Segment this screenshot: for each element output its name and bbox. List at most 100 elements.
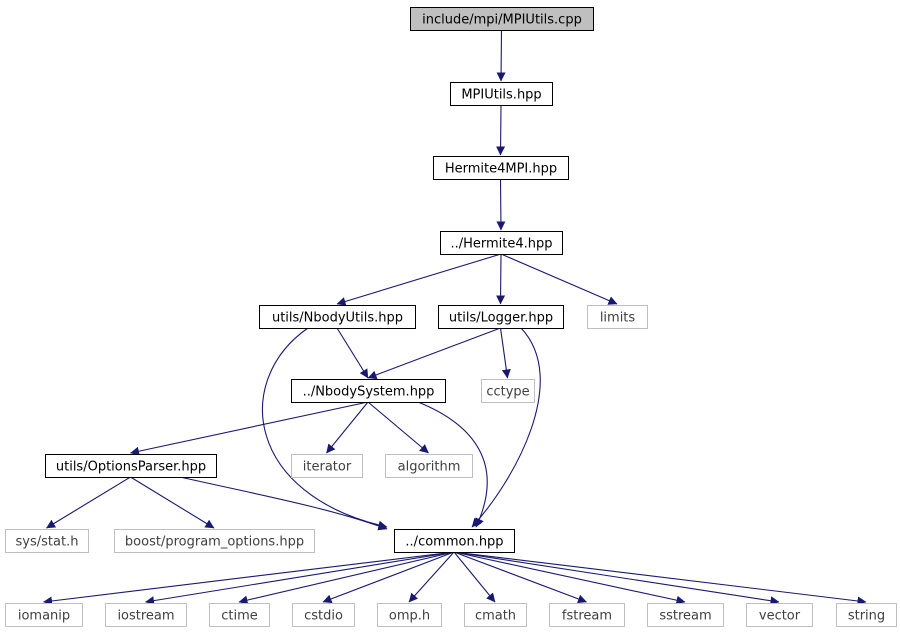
node-box	[549, 603, 625, 627]
edge-hermite4-to-nbodyutils	[336, 253, 502, 306]
node-label: ../NbodySystem.hpp	[303, 385, 435, 400]
node-sstream: sstream	[647, 603, 724, 627]
node-label: boost/program_options.hpp	[125, 535, 304, 550]
edge-optionsparser-to-sysstat	[46, 476, 131, 529]
edge-nbodysystem-to-iterator	[326, 401, 369, 454]
node-box	[5, 603, 83, 627]
edge-arrow	[322, 551, 455, 604]
edge-common-to-iostream	[145, 551, 455, 606]
node-sysstat: sys/stat.h	[5, 529, 89, 553]
node-label: utils/NbodyUtils.hpp	[272, 311, 403, 326]
node-mpiutils-hpp[interactable]: MPIUtils.hpp	[450, 82, 553, 106]
edge-hermite4-to-limits	[500, 253, 618, 305]
node-hermite4mpi[interactable]: Hermite4MPI.hpp	[433, 156, 569, 180]
node-vector: vector	[746, 603, 813, 627]
edge-arrow	[326, 401, 369, 454]
edge-nbodysystem-to-optionsparser	[130, 401, 369, 456]
node-label: omp.h	[389, 609, 430, 624]
node-label: cctype	[486, 385, 529, 400]
edge-arrow	[453, 551, 686, 605]
node-hermite4[interactable]: ../Hermite4.hpp	[440, 231, 563, 255]
node-box	[587, 305, 648, 329]
edge-arrow	[262, 327, 388, 530]
edge-arrow	[499, 327, 511, 379]
node-label: fstream	[562, 609, 612, 624]
edge-logger-to-nbodysystem	[367, 327, 501, 380]
node-ctime: ctime	[209, 603, 270, 627]
edge-common-to-vector	[453, 551, 780, 606]
edge-nbodysystem-to-common	[417, 401, 488, 528]
node-box	[394, 529, 515, 553]
edge-common-to-fstream	[453, 551, 587, 604]
edge-common-to-sstream	[453, 551, 686, 605]
edge-arrow	[496, 104, 506, 156]
node-box	[5, 529, 89, 553]
edge-common-to-ctime	[238, 551, 455, 605]
node-label: ctime	[221, 609, 258, 624]
edge-common-to-iomanip	[43, 551, 455, 606]
edge-hermite4mpi-to-hermite4	[496, 178, 506, 231]
node-label: cstdio	[304, 609, 343, 624]
node-box	[647, 603, 724, 627]
node-box	[433, 156, 569, 180]
edge-arrow	[500, 253, 618, 305]
edge-arrow	[336, 327, 369, 379]
node-nbodyutils[interactable]: utils/NbodyUtils.hpp	[259, 305, 416, 329]
edge-mpiutils_hpp-to-hermite4mpi	[496, 104, 506, 156]
node-box	[291, 379, 446, 403]
node-mpiutils-cpp[interactable]: include/mpi/MPIUtils.cpp	[410, 7, 594, 31]
node-label: sys/stat.h	[16, 535, 79, 550]
edge-arrow	[367, 327, 501, 380]
node-box	[377, 603, 442, 627]
node-logger[interactable]: utils/Logger.hpp	[438, 305, 564, 329]
edge-common-to-cmath	[453, 551, 496, 603]
edge-arrow	[145, 551, 455, 606]
node-optionsparser[interactable]: utils/OptionsParser.hpp	[45, 454, 217, 478]
node-label: MPIUtils.hpp	[461, 88, 541, 103]
node-label: iostream	[117, 609, 174, 624]
edge-arrow	[453, 551, 496, 603]
edge-optionsparser-to-common	[179, 476, 388, 531]
node-box	[836, 603, 897, 627]
node-iostream: iostream	[105, 603, 187, 627]
node-iterator: iterator	[291, 454, 363, 478]
node-cstdio: cstdio	[292, 603, 355, 627]
edge-logger-to-common	[471, 327, 541, 528]
node-string: string	[836, 603, 897, 627]
node-nbodysystem[interactable]: ../NbodySystem.hpp	[291, 379, 446, 403]
node-label: Hermite4MPI.hpp	[445, 162, 557, 177]
node-box	[450, 82, 553, 106]
node-label: cmath	[475, 609, 516, 624]
node-common[interactable]: ../common.hpp	[394, 529, 515, 553]
edge-mpiutils_cpp-to-mpiutils_hpp	[496, 29, 506, 82]
node-box	[291, 454, 363, 478]
node-label: string	[848, 609, 885, 624]
node-box	[259, 305, 416, 329]
edge-arrow	[179, 476, 388, 531]
edge-logger-to-cctype	[499, 327, 511, 379]
node-box	[481, 379, 535, 403]
edge-arrow	[336, 253, 502, 306]
node-label: utils/OptionsParser.hpp	[56, 460, 206, 475]
edge-common-to-string	[453, 551, 867, 606]
edge-hermite4-to-logger	[496, 253, 506, 305]
edge-arrow	[496, 253, 506, 305]
node-box	[746, 603, 813, 627]
edge-arrow	[367, 401, 429, 454]
edge-arrow	[43, 551, 455, 606]
edge-arrow	[496, 178, 506, 231]
edge-arrow	[130, 401, 369, 456]
edge-arrow	[417, 401, 488, 528]
node-box	[385, 454, 473, 478]
edge-arrow	[238, 551, 455, 605]
node-box	[438, 305, 564, 329]
node-box	[45, 454, 217, 478]
node-label: sstream	[659, 609, 711, 624]
node-box	[292, 603, 355, 627]
node-label: iterator	[303, 460, 352, 475]
node-label: utils/Logger.hpp	[449, 311, 553, 326]
node-box	[209, 603, 270, 627]
edge-arrow	[46, 476, 131, 529]
node-label: ../common.hpp	[405, 535, 503, 550]
